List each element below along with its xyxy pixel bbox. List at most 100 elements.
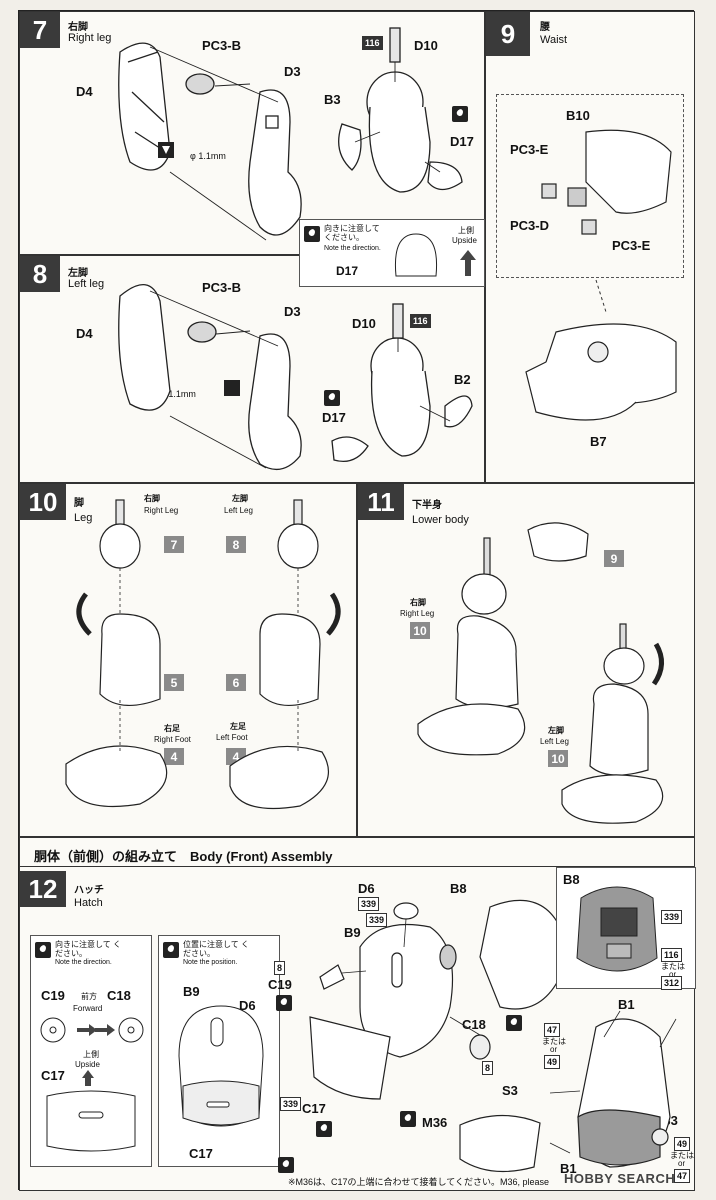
right-foot-en: Right Foot bbox=[154, 735, 191, 744]
paint-code-8: 8 bbox=[274, 961, 286, 975]
left-leg-en: Left Leg bbox=[224, 506, 253, 515]
b8-inset-diagram bbox=[576, 886, 658, 972]
left-leg-jp: 左脚 bbox=[548, 726, 564, 735]
or-en: or bbox=[550, 1045, 558, 1054]
step-title-jp: 左脚 bbox=[68, 268, 88, 279]
paint-code-47: 47 bbox=[674, 1169, 691, 1183]
paint-code-116: 116 bbox=[410, 314, 431, 328]
note-jp: 向きに注意して ください。 bbox=[55, 940, 121, 958]
or-jp: または bbox=[542, 1037, 566, 1046]
part-label-b8: B8 bbox=[563, 872, 580, 887]
paint-code-312: 312 bbox=[661, 976, 683, 990]
step-ref-5: 5 bbox=[164, 674, 184, 691]
upside-en: Upside bbox=[452, 236, 477, 245]
section-title: 胴体（前側）の組み立て Body (Front) Assembly bbox=[34, 849, 333, 864]
part-label-b7: B7 bbox=[590, 434, 607, 449]
paint-icon bbox=[35, 942, 51, 958]
right-leg-en: Right Leg bbox=[144, 506, 179, 515]
lower-body-diagram bbox=[417, 522, 664, 824]
step-11-panel: 11 下半身 Lower body 9 右脚 Right Leg 10 左脚 L… bbox=[357, 483, 695, 837]
paint-code-49: 49 bbox=[674, 1137, 691, 1151]
paint-icon bbox=[278, 1157, 294, 1173]
hatch-direction-note: 向きに注意して ください。 Note the direction. C19 C1… bbox=[30, 935, 152, 1167]
part-label-pc3b: PC3-B bbox=[202, 280, 242, 295]
note-en: Note the direction. bbox=[55, 959, 112, 966]
up-arrow-icon bbox=[460, 250, 476, 276]
paint-code-116: 116 bbox=[362, 36, 383, 50]
upside-jp: 上側 bbox=[83, 1050, 99, 1059]
step-title-en: Waist bbox=[540, 34, 568, 46]
right-leg-en: Right Leg bbox=[400, 609, 435, 618]
right-foot-jp: 右足 bbox=[164, 724, 180, 733]
left-foot-jp: 左足 bbox=[230, 722, 246, 731]
step-number: 11 bbox=[358, 484, 404, 520]
step-ref-8: 8 bbox=[226, 536, 246, 553]
paint-code-339: 339 bbox=[280, 1097, 302, 1111]
part-label-b8: B8 bbox=[450, 881, 467, 896]
part-label-c17: C17 bbox=[189, 1146, 213, 1161]
step-number: 7 bbox=[20, 12, 60, 48]
part-label-d3: D3 bbox=[284, 64, 301, 79]
or-en: or bbox=[669, 970, 677, 979]
paint-code-116: 116 bbox=[661, 948, 682, 962]
step-title-jp: 下半身 bbox=[412, 500, 442, 511]
paint-icon bbox=[316, 1121, 332, 1137]
part-label-c17: C17 bbox=[302, 1101, 326, 1116]
left-foot-en: Left Foot bbox=[216, 733, 248, 742]
step-9-panel: 9 腰 Waist B10 PC3-E PC3-D PC3-E B7 bbox=[485, 11, 695, 483]
step-ref-9: 9 bbox=[604, 550, 624, 567]
part-label-c17: C17 bbox=[41, 1068, 65, 1083]
paint-icon bbox=[452, 106, 468, 122]
drill-size: φ 1.1mm bbox=[190, 151, 226, 161]
part-label-d17: D17 bbox=[336, 264, 359, 278]
part-label-c18: C18 bbox=[107, 988, 131, 1003]
note-jp: 位置に注意して ください。 bbox=[183, 940, 249, 958]
forward-jp: 前方 bbox=[81, 992, 97, 1001]
instruction-sheet: 7 右脚 Right leg PC3-B D3 D4 116 D10 B3 D1… bbox=[18, 10, 696, 1191]
part-label-pc3e: PC3-E bbox=[510, 142, 549, 157]
part-label-b2: B2 bbox=[454, 372, 471, 387]
part-label-d3: D3 bbox=[284, 304, 301, 319]
d17-direction-note: 向きに注意して ください。 Note the direction. D17 上側… bbox=[299, 219, 485, 287]
paint-icon bbox=[506, 1015, 522, 1031]
forward-en: Forward bbox=[73, 1004, 103, 1013]
paint-code-339: 339 bbox=[366, 913, 388, 927]
part-label-d10: D10 bbox=[414, 38, 438, 53]
part-label-b9: B9 bbox=[183, 984, 200, 999]
part-label-d17: D17 bbox=[322, 410, 346, 425]
paint-code-47: 47 bbox=[544, 1023, 561, 1037]
watermark: HOBBY SEARCH bbox=[564, 1171, 676, 1186]
part-label-pc3e: PC3-E bbox=[612, 238, 651, 253]
hatch-position-note: 位置に注意して ください。 Note the position. B9 D6 C… bbox=[158, 935, 280, 1167]
step-title-jp: 右脚 bbox=[68, 22, 88, 33]
step-ref-6: 6 bbox=[226, 674, 246, 691]
b8-paint-inset: B8 339 116 または or 312 bbox=[556, 867, 696, 990]
left-leg-en: Left Leg bbox=[540, 737, 569, 746]
step-title-jp: 脚 bbox=[74, 498, 84, 509]
part-label-b9: B9 bbox=[344, 925, 361, 940]
upside-jp: 上側 bbox=[458, 226, 474, 235]
step-title-en: Leg bbox=[74, 512, 93, 524]
step-ref-4: 4 bbox=[164, 748, 184, 765]
note-en: Note the position. bbox=[183, 959, 238, 966]
left-leg-jp: 左脚 bbox=[232, 494, 248, 503]
part-label-m36: M36 bbox=[422, 1115, 448, 1130]
step-number: 12 bbox=[20, 871, 66, 907]
part-label-b1: B1 bbox=[618, 997, 635, 1012]
right-leg-jp: 右脚 bbox=[144, 494, 160, 503]
step-7-panel: 7 右脚 Right leg PC3-B D3 D4 116 D10 B3 D1… bbox=[19, 11, 485, 255]
part-label-b10: B10 bbox=[566, 108, 590, 123]
part-label-c18: C18 bbox=[462, 1017, 486, 1032]
step-12-panel: 12 ハッチ Hatch 向きに注意して ください。 Note the dire… bbox=[19, 867, 696, 1191]
step-title-jp: 腰 bbox=[540, 22, 550, 33]
step-title-en: Right leg bbox=[68, 32, 112, 44]
drill-size: φ 1.1mm bbox=[160, 389, 196, 399]
part-label-c19: C19 bbox=[41, 988, 65, 1003]
paint-icon bbox=[324, 390, 340, 406]
step-number: 9 bbox=[486, 12, 530, 56]
part-label-d17: D17 bbox=[450, 134, 474, 149]
step-10-panel: 10 脚 Leg 右脚 Right Leg 7 左脚 Left Leg 8 5 … bbox=[19, 483, 357, 837]
paint-icon bbox=[304, 226, 320, 242]
paint-code-49: 49 bbox=[544, 1055, 561, 1069]
hatch-assembly-diagram bbox=[309, 899, 677, 1173]
